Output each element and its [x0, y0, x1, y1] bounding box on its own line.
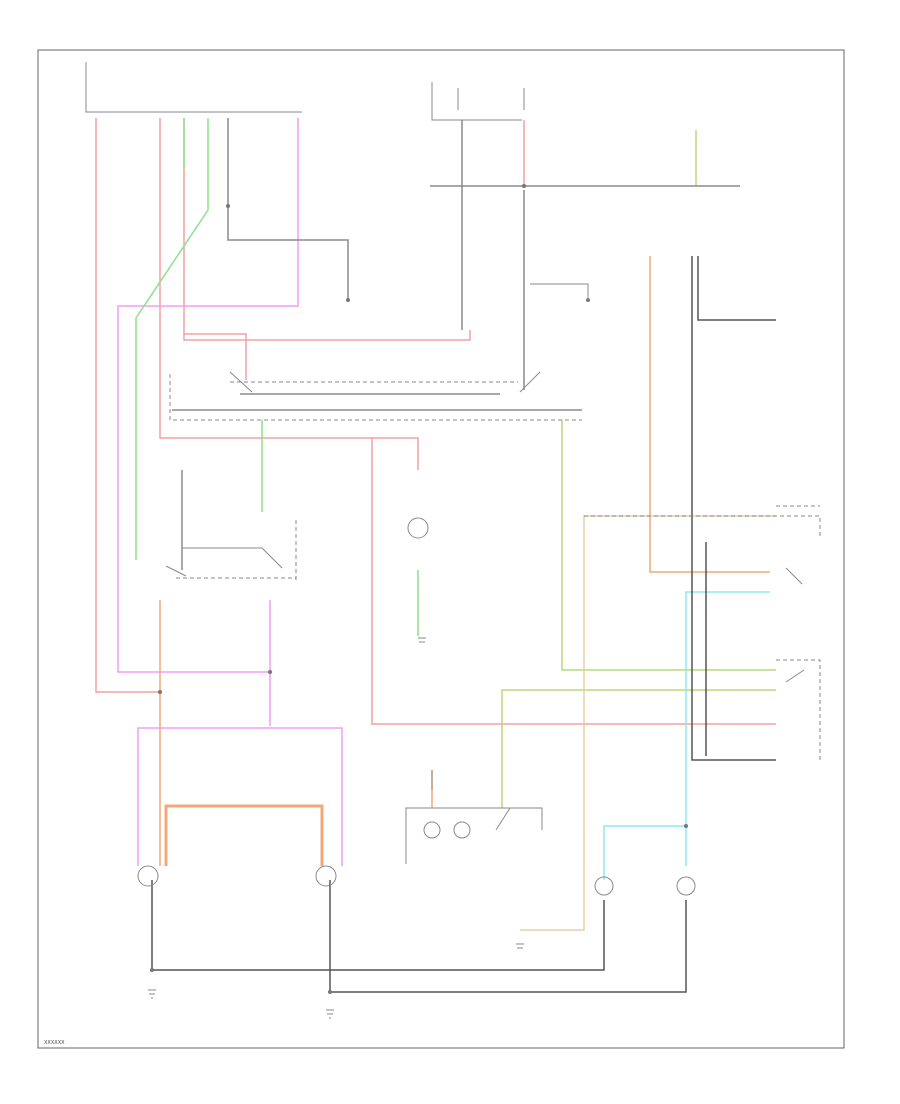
lighting-module-block [85, 62, 302, 113]
splice-point [328, 990, 332, 994]
left-lamp-icon [594, 876, 614, 896]
ground-icon [516, 943, 524, 949]
ground-icon [148, 989, 156, 999]
indicator-lamp-icon [407, 517, 429, 539]
wire-dark-ground-bus-a [151, 880, 605, 971]
ground-icon [326, 1009, 334, 1019]
splice-point [268, 670, 272, 674]
ground-icon [418, 637, 426, 643]
wire-red-right-loop [371, 438, 776, 725]
lamp-icon [423, 821, 441, 839]
wire-grey-b [227, 118, 349, 300]
switch-dimmer-arm [165, 565, 187, 577]
wire-cyan-b [603, 825, 686, 880]
wire-cyan-a [685, 591, 770, 866]
wire-red-mid [184, 333, 247, 380]
wire-red-top-fuse [183, 118, 471, 341]
right-headlamp-icon [315, 865, 337, 887]
wire-yellowgreen-b [501, 689, 776, 808]
wire-tan [520, 515, 776, 931]
wire-red-left-upper [159, 118, 419, 470]
right-lamp-icon [676, 876, 696, 896]
lamp-group [137, 517, 696, 896]
wire-green-a [135, 118, 209, 560]
stub-wire [530, 283, 589, 300]
ground-group [148, 637, 524, 1019]
switch-headlamp-b [519, 371, 541, 393]
wire-pink-top [117, 118, 299, 673]
left-headlamp-icon [137, 865, 159, 887]
switch-fuel-door-2 [785, 669, 805, 683]
switch-fuel-door-1 [785, 567, 803, 585]
wire-group [95, 118, 776, 993]
wire-red-left [95, 118, 160, 693]
footer-code: XXXXXX [44, 1040, 65, 1046]
fuse-panel-top [431, 82, 525, 121]
switch-group [165, 371, 805, 831]
splice-point [684, 824, 688, 828]
wire-orange-headlamp [164, 804, 324, 866]
splice-point [158, 690, 162, 694]
wire-pink-lower [137, 727, 343, 866]
diagram-frame [37, 49, 845, 1049]
switch-dimmer [182, 547, 283, 569]
splice-point [150, 968, 154, 972]
wire-orange-right [649, 256, 770, 573]
wire-dark-right [691, 256, 776, 761]
accessory-panel-box [405, 770, 543, 864]
wire-yellowgreen-a [561, 420, 776, 671]
wire-dark-gnd-right [697, 256, 776, 321]
splice-point [346, 298, 350, 302]
splice-point [226, 204, 230, 208]
switch-headlamp-a [229, 371, 253, 393]
splice-point [522, 184, 526, 188]
wire-dark-ground-bus-b [329, 880, 687, 993]
component-outlines [169, 374, 821, 760]
lighter-icon [453, 821, 471, 839]
switch-cig-lighter [495, 807, 511, 831]
